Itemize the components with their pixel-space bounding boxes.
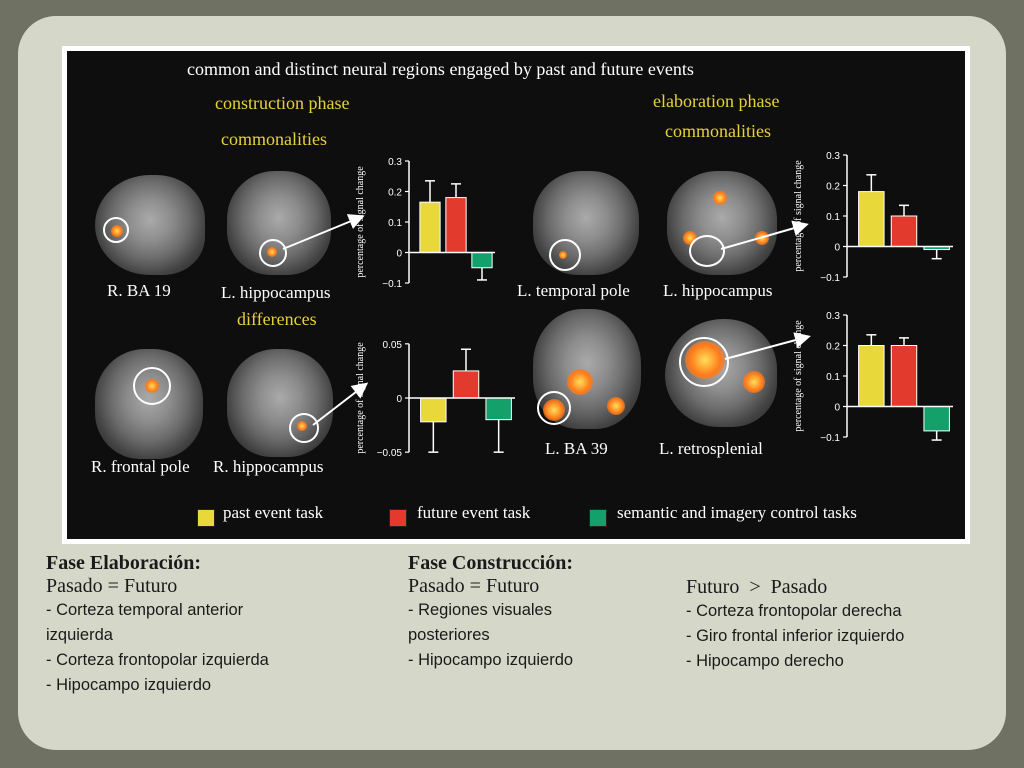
notes-item: - Hipocampo derecho: [686, 652, 844, 670]
notes-elaboracion-heading: Fase Elaboración:: [46, 552, 201, 574]
slide: common and distinct neural regions engag…: [18, 16, 1006, 750]
y-tick-label: 0.3: [826, 151, 840, 162]
region-label-l-temporal-pole: L. temporal pole: [517, 281, 630, 300]
bar: [890, 345, 918, 407]
region-label-l-retrosplenial: L. retrosplenial: [659, 439, 763, 458]
brain-scan-r-hippocampus: [227, 349, 333, 457]
y-tick-label: 0: [396, 394, 402, 405]
notes-futuro: Futuro > Pasado - Corteza frontopolar de…: [686, 576, 996, 674]
y-tick-label: 0.1: [826, 212, 840, 223]
y-tick-label: −0.1: [820, 433, 840, 444]
y-tick-label: 0.2: [388, 188, 402, 199]
arrow-elaboration: [720, 220, 809, 250]
bar: [420, 397, 447, 423]
bar: [445, 197, 467, 253]
notes-item: posteriores: [408, 626, 490, 644]
notes-item: - Hipocampo izquierdo: [408, 651, 574, 669]
legend-swatch-control: [589, 509, 607, 527]
legend-swatch-past: [197, 509, 215, 527]
differences-label: differences: [237, 309, 317, 329]
notes-item: - Hipocampo izquierdo: [46, 676, 212, 694]
y-axis-label: percentage of signal change: [355, 342, 366, 454]
bar-chart-retrosplenial: percentage of signal change 0.3 0.2 0.1 0 −0.…: [793, 311, 953, 444]
bar: [923, 406, 950, 432]
y-tick-label: 0.1: [388, 218, 402, 229]
region-label-l-hippocampus-construction: L. hippocampus: [221, 283, 331, 302]
notes-item: izquierda: [46, 626, 113, 644]
bar-chart-differences: percentage of signal change 0.05 0 −0.05: [355, 340, 515, 459]
bar: [452, 370, 480, 399]
y-tick-label: 0.1: [826, 372, 840, 383]
construction-phase-label: construction phase: [215, 93, 350, 113]
y-tick-label: 0.05: [383, 340, 403, 351]
bar-chart-construction: percentage of signal change 0.3 0.2 0.1 0 −0.…: [355, 157, 495, 290]
y-tick-label: 0: [396, 249, 402, 260]
figure-frame: common and distinct neural regions engag…: [62, 46, 970, 544]
bar: [858, 191, 885, 247]
highlight-ring: [289, 413, 319, 443]
activation-blob: [567, 369, 593, 395]
notes-item: - Corteza temporal anterior: [46, 601, 244, 619]
highlight-ring: [689, 235, 725, 267]
notes-item: - Corteza frontopolar izquierda: [46, 651, 269, 669]
arrow-retrosplenial: [724, 332, 811, 360]
y-tick-label: −0.05: [377, 448, 403, 459]
arrow-overlay: [282, 214, 811, 426]
y-axis-label: percentage of signal change: [793, 320, 804, 432]
legend-swatch-future: [389, 509, 407, 527]
notes-item: - Corteza frontopolar derecha: [686, 602, 902, 620]
elaboration-commonalities-label: commonalities: [665, 121, 771, 141]
figure-panel: common and distinct neural regions engag…: [67, 51, 965, 539]
notes-construccion: Fase Construcción: Pasado = Futuro - Reg…: [408, 552, 668, 673]
y-tick-label: 0.3: [826, 311, 840, 322]
region-label-r-hippocampus: R. hippocampus: [213, 457, 324, 476]
bar: [485, 397, 512, 421]
y-tick-label: −0.1: [382, 279, 402, 290]
notes-elaboracion-subheading: Pasado = Futuro: [46, 575, 178, 597]
region-label-r-frontal-pole: R. frontal pole: [91, 457, 190, 476]
notes-construccion-subheading: Pasado = Futuro: [408, 575, 540, 597]
notes-construccion-heading: Fase Construcción:: [408, 552, 573, 574]
y-axis-label: percentage of signal change: [355, 166, 366, 278]
arrow-differences: [312, 382, 369, 426]
legend-label-future: future event task: [417, 503, 531, 522]
y-tick-label: 0: [834, 243, 840, 254]
highlight-ring: [133, 367, 171, 405]
highlight-ring: [103, 217, 129, 243]
y-tick-label: 0.2: [826, 182, 840, 193]
highlight-ring: [259, 239, 287, 267]
region-label-r-ba19: R. BA 19: [107, 281, 171, 300]
figure-title: common and distinct neural regions engag…: [187, 59, 694, 79]
y-tick-label: −0.1: [820, 273, 840, 284]
bar: [471, 252, 493, 269]
construction-commonalities-label: commonalities: [221, 129, 327, 149]
notes-futuro-subheading: Futuro > Pasado: [686, 576, 828, 598]
notes-elaboracion: Fase Elaboración: Pasado = Futuro - Cort…: [46, 552, 386, 698]
arrow-construction: [282, 214, 365, 250]
bar: [890, 215, 918, 247]
legend-label-past: past event task: [223, 503, 324, 522]
region-label-l-ba39: L. BA 39: [545, 439, 608, 458]
y-tick-label: 0.3: [388, 157, 402, 168]
activation-blob: [713, 191, 727, 205]
activation-blob: [607, 397, 625, 415]
bar: [858, 345, 885, 407]
region-label-l-hippocampus-elaboration: L. hippocampus: [663, 281, 773, 300]
highlight-ring: [549, 239, 581, 271]
bar-chart-elaboration: percentage of signal change 0.3 0.2 0.1 0 −0.…: [793, 151, 953, 284]
notes-item: - Regiones visuales: [408, 601, 552, 619]
highlight-ring: [537, 391, 571, 425]
bar: [419, 201, 441, 253]
notes-item: - Giro frontal inferior izquierdo: [686, 627, 905, 645]
y-tick-label: 0: [834, 403, 840, 414]
y-axis-label: percentage of signal change: [793, 160, 804, 272]
y-tick-label: 0.2: [826, 342, 840, 353]
legend-label-control: semantic and imagery control tasks: [617, 503, 857, 522]
activation-blob: [743, 371, 765, 393]
elaboration-phase-label: elaboration phase: [653, 91, 780, 111]
highlight-ring: [679, 337, 729, 387]
